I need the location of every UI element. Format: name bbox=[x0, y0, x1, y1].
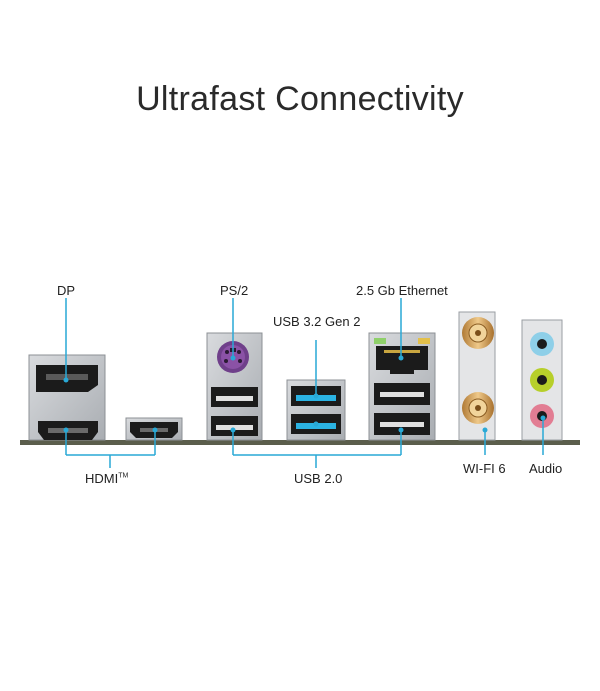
page-title: Ultrafast Connectivity bbox=[136, 80, 464, 118]
label-dp: DP bbox=[57, 283, 76, 298]
label-ps2: PS/2 bbox=[220, 283, 249, 298]
io-shield-base bbox=[20, 440, 580, 445]
label-hdmi-text: HDMI bbox=[85, 471, 119, 486]
label-hdmi: HDMITM bbox=[85, 471, 128, 486]
ethernet-usb-stack bbox=[368, 332, 436, 441]
ps2-usb-stack bbox=[206, 332, 263, 441]
label-usb20: USB 2.0 bbox=[294, 471, 343, 486]
label-audio: Audio bbox=[529, 461, 563, 476]
callout-lines bbox=[65, 298, 544, 468]
audio-jacks bbox=[521, 319, 563, 441]
label-hdmi-tm: TM bbox=[118, 472, 129, 480]
label-ethernet: 2.5 Gb Ethernet bbox=[356, 283, 448, 298]
label-wifi: WI-FI 6 bbox=[463, 461, 506, 476]
label-usb32: USB 3.2 Gen 2 bbox=[273, 314, 361, 329]
callout-dots bbox=[63, 355, 546, 433]
wifi-antenna-connectors bbox=[458, 311, 496, 441]
